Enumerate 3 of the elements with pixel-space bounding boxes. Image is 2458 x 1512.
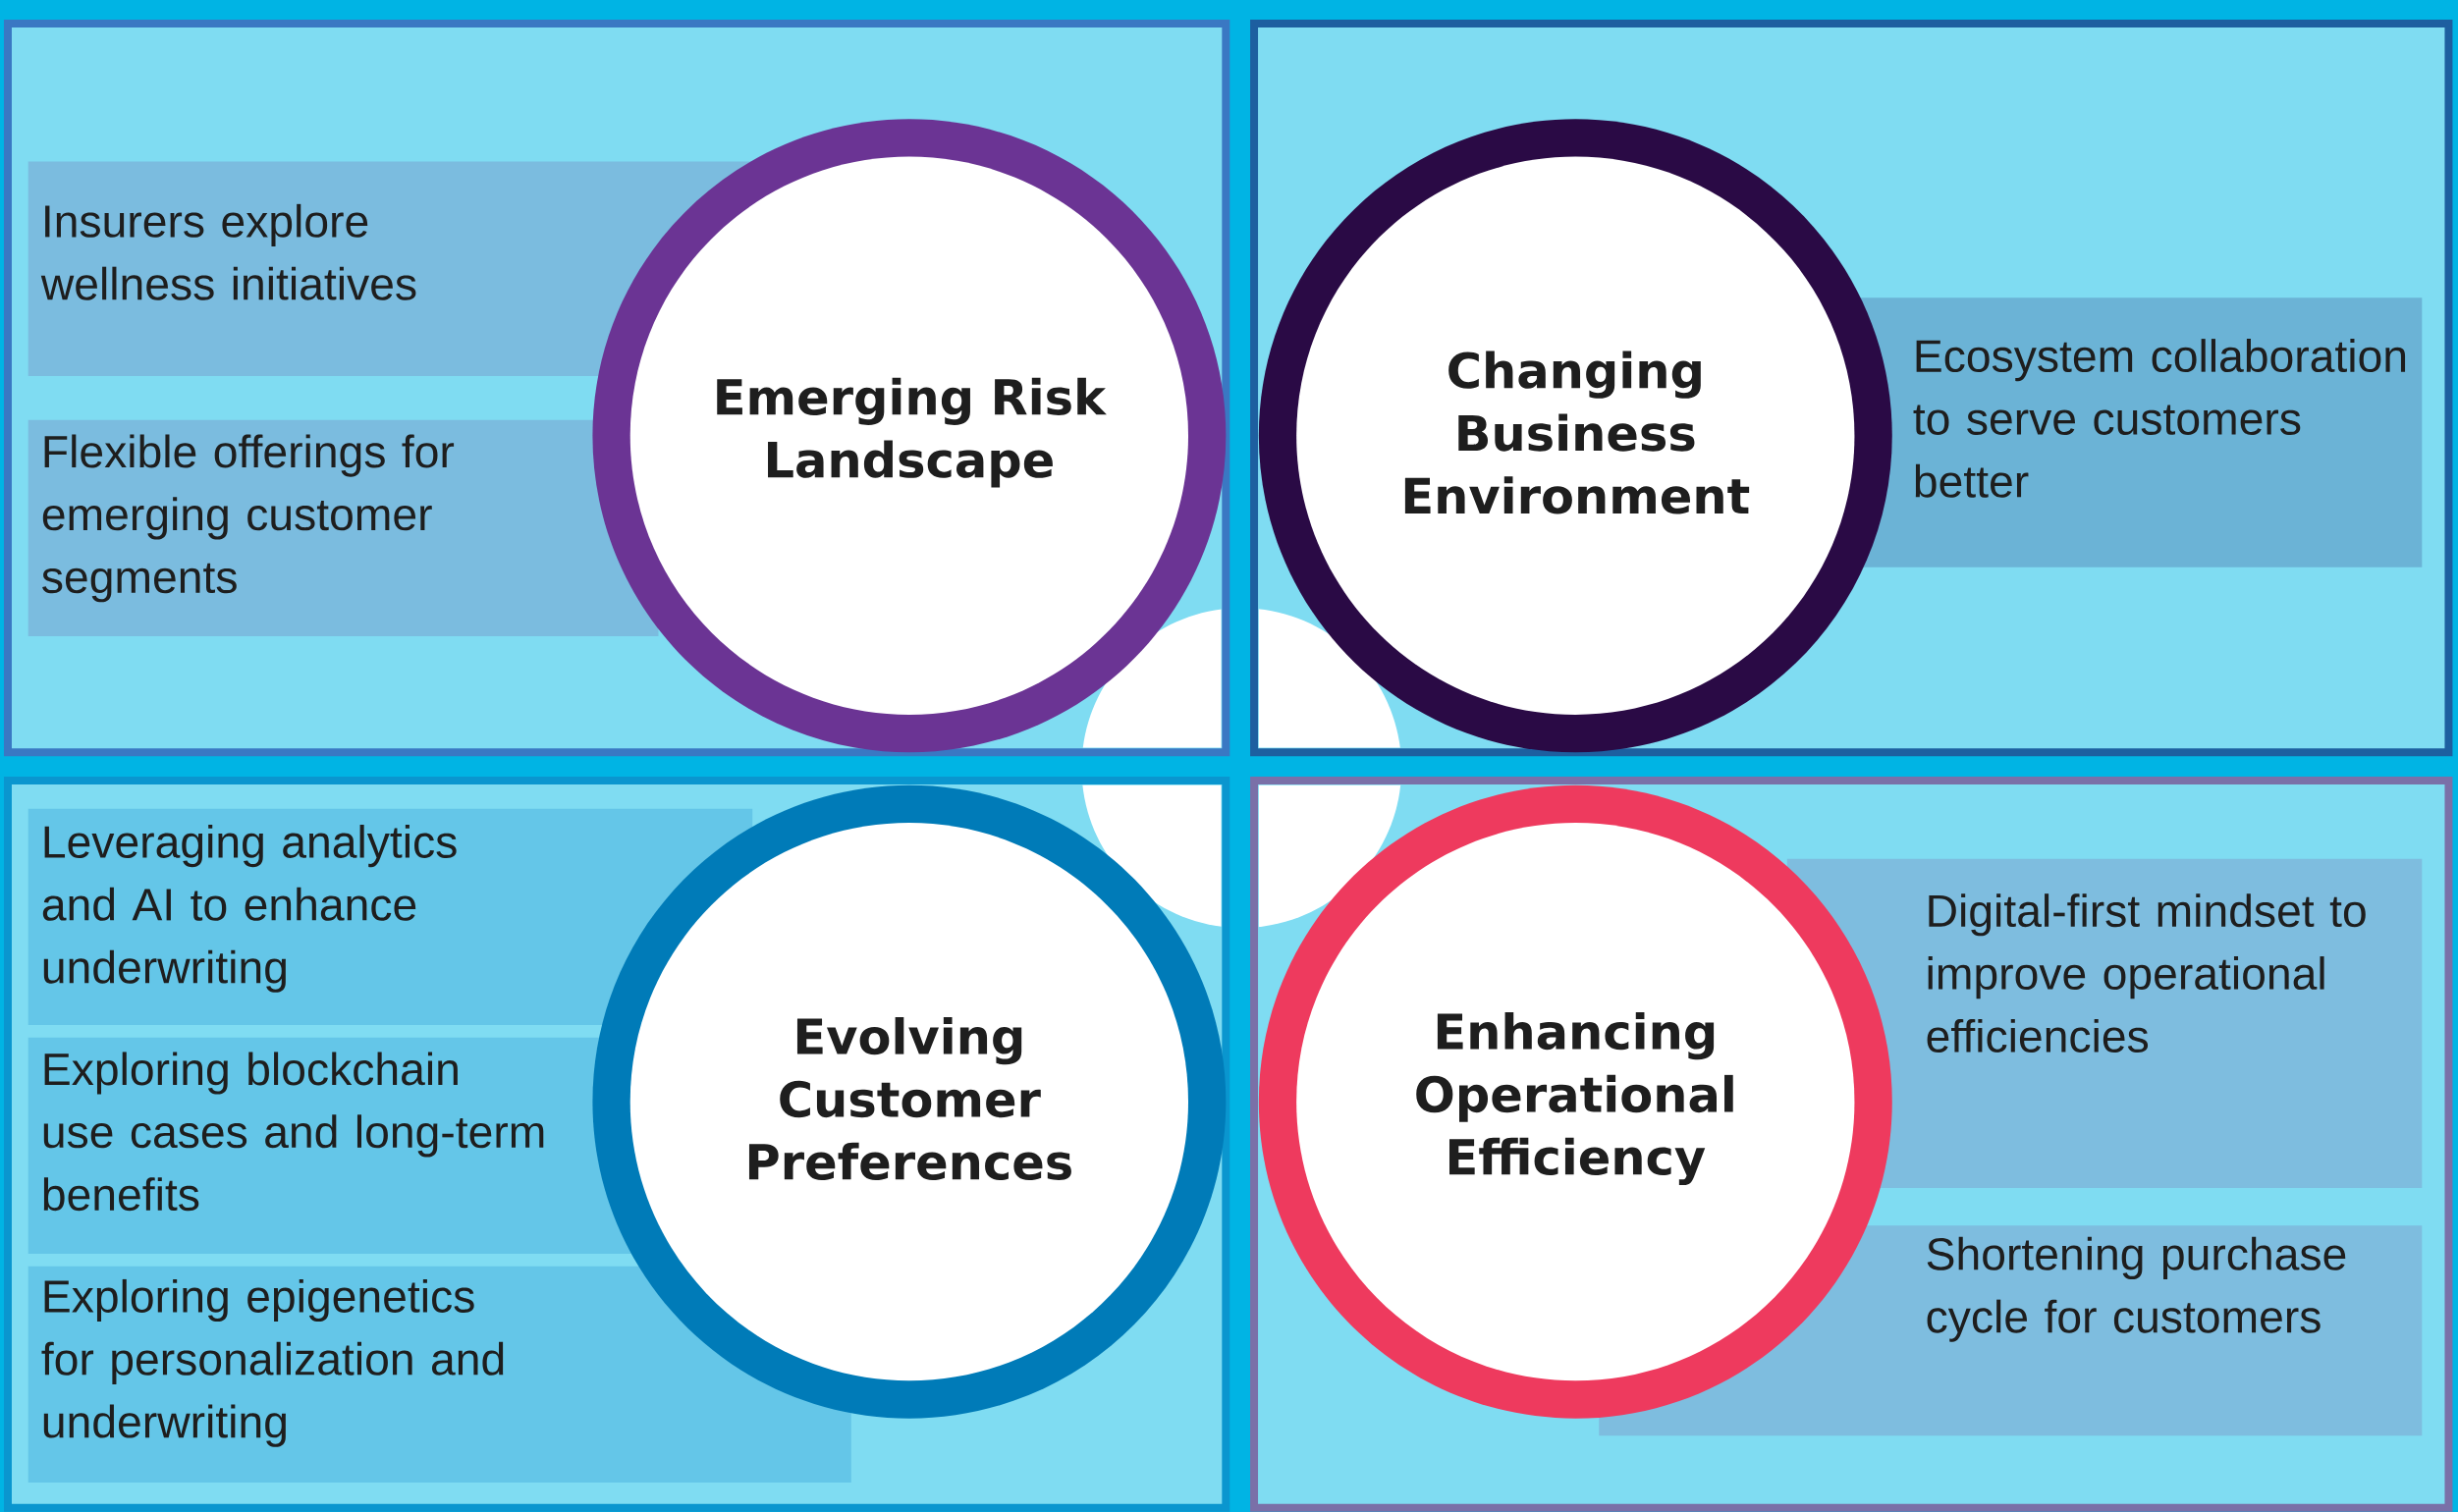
text-box: Ecosystem collaboration to serve customers better	[1857, 297, 2423, 567]
text-box: Flexible offerings for emerging customer segments	[27, 419, 659, 636]
text-box: Exploring blockchain use cases and long-term benefits	[27, 1037, 659, 1254]
